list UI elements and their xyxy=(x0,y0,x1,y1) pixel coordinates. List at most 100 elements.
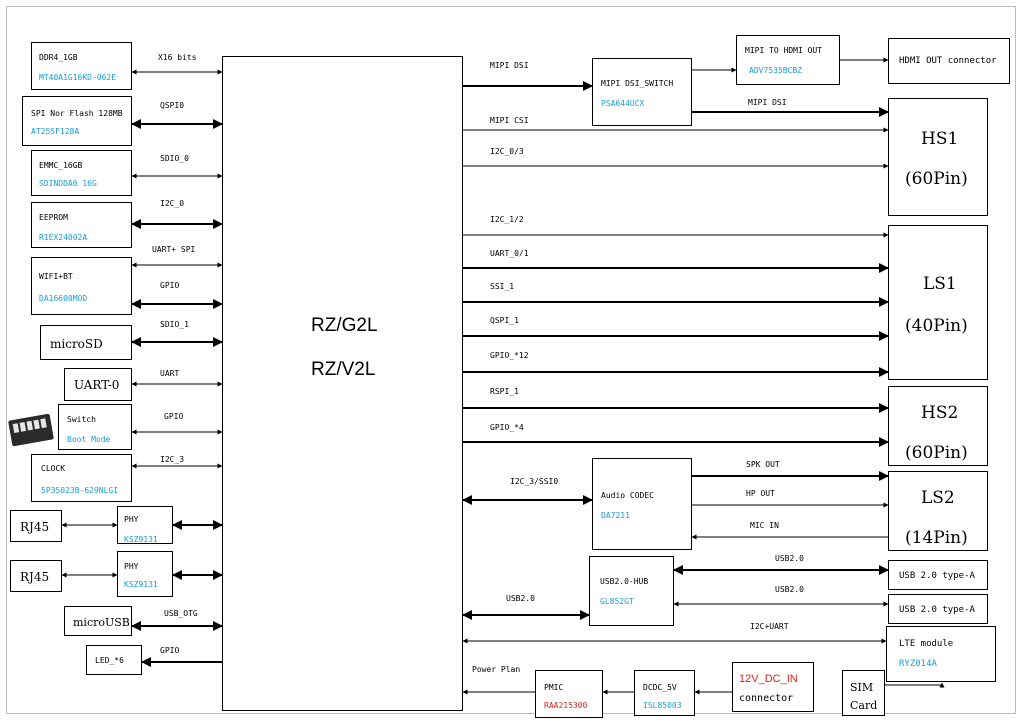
ls2-title: LS2 xyxy=(921,488,955,508)
sim-title: SIM xyxy=(850,681,874,694)
switch-title: Switch xyxy=(67,415,96,424)
soc-label-1: RZ/G2L xyxy=(311,315,378,336)
bus-label-gpio12: GPIO_*12 xyxy=(490,351,529,360)
sim-sub: Card xyxy=(850,699,878,712)
led-title: LED_*6 xyxy=(95,656,124,665)
dcin-title: 12V_DC_IN xyxy=(739,673,798,685)
switch-part: Boot Mode xyxy=(67,435,111,444)
dcin-sub: connector xyxy=(739,693,794,704)
soc-label-2: RZ/V2L xyxy=(311,359,376,380)
lte-part: RYZ014A xyxy=(899,659,937,669)
mipi-hdmi-part: ADV7535BCBZ xyxy=(749,66,802,75)
bus-label-ssi1: SSI_1 xyxy=(490,282,515,291)
uart0-block: UART-0 xyxy=(64,368,132,401)
clock-title: CLOCK xyxy=(41,464,66,473)
usb-a1-title: USB 2.0 type-A xyxy=(899,571,975,581)
bus-label-switch: GPIO xyxy=(164,412,184,421)
bus-label-gpio4: GPIO_*4 xyxy=(490,423,524,432)
bus-label-spk-out: SPK OUT xyxy=(746,460,780,469)
emmc-title: EMMC_16GB xyxy=(39,161,83,170)
dcdc-block: DCDC_5V ISL85003 xyxy=(634,670,695,716)
hs1-pins: (60Pin) xyxy=(905,169,968,189)
bus-label-mipi-dsi-2: MIPI DSI xyxy=(748,98,787,107)
bus-label-wifi-uart: UART+ SPI xyxy=(152,245,196,254)
bus-label-usb: USB_OTG xyxy=(164,609,198,618)
uart0-title: UART-0 xyxy=(74,378,120,392)
phy-a-block: PHY KSZ9131 xyxy=(117,506,173,544)
bus-label-mipi-dsi: MIPI DSI xyxy=(490,61,529,70)
codec-title: Audio CODEC xyxy=(601,491,654,500)
microusb-block: microUSB xyxy=(64,606,132,636)
hub-part: GL852GT xyxy=(600,597,634,606)
rj45-b-block: RJ45 xyxy=(10,560,62,592)
dip-switch-icon xyxy=(8,413,54,447)
rj45-a-title: RJ45 xyxy=(20,520,50,534)
phy-a-title: PHY xyxy=(124,515,139,524)
bus-label-hp-out: HP OUT xyxy=(746,489,775,498)
soc-block: RZ/G2L RZ/V2L xyxy=(222,56,463,711)
bus-label-usb20-a: USB2.0 xyxy=(775,554,804,563)
hs1-title: HS1 xyxy=(921,129,959,149)
bus-label-i2c3ssi0: I2C_3/SSI0 xyxy=(510,477,559,486)
wire-sim-lte xyxy=(885,682,945,688)
diagram-frame xyxy=(6,6,1016,714)
pmic-title: PMIC xyxy=(544,683,564,692)
mipi-dsi-switch-block: MIPI DSI_SWITCH PSA644UCX xyxy=(592,58,692,126)
bus-label-i2cuart: I2C+UART xyxy=(750,622,789,631)
dcdc-part: ISL85003 xyxy=(643,701,682,710)
bus-label-microsd: SDIO_1 xyxy=(160,320,189,329)
ls1-title: LS1 xyxy=(923,274,957,294)
emmc-block: EMMC_16GB SDINDDA6 16G xyxy=(31,150,132,196)
microsd-block: microSD xyxy=(40,325,132,360)
microsd-title: microSD xyxy=(50,337,103,351)
bus-label-uart01: UART_0/1 xyxy=(490,249,529,258)
bus-label-qspi1: QSPI_1 xyxy=(490,316,519,325)
bus-label-usb20-b: USB2.0 xyxy=(775,585,804,594)
spi-part: AT25SF128A xyxy=(31,127,80,136)
hdmi-connector-block: HDMI OUT connector xyxy=(888,38,1010,84)
bus-label-usb20: USB2.0 xyxy=(506,594,535,603)
wifi-part: DA16600MOD xyxy=(39,294,88,303)
wifi-bt-block: WIFI+BT DA16600MOD xyxy=(31,257,132,315)
lte-module-block: LTE module RYZ014A xyxy=(886,626,996,682)
dsi-switch-title: MIPI DSI_SWITCH xyxy=(601,79,674,88)
bus-label-clock: I2C_3 xyxy=(160,455,185,464)
spi-title: SPI Nor Flash 128MB xyxy=(31,109,123,118)
bus-label-spi: QSPI0 xyxy=(160,101,185,110)
ddr-part: MT40A1G16KD-062E xyxy=(39,73,117,82)
bus-label-emmc: SDIO_0 xyxy=(160,154,189,163)
phy-b-block: PHY KSZ9131 xyxy=(117,551,173,597)
bus-label-led: GPIO xyxy=(160,646,180,655)
hs2-pins: (60Pin) xyxy=(905,443,968,463)
codec-part: DA7211 xyxy=(601,511,630,520)
bus-label-mic-in: MIC IN xyxy=(750,521,779,530)
microusb-title: microUSB xyxy=(73,616,130,629)
ls1-pins: (40Pin) xyxy=(905,316,968,336)
ls2-pins: (14Pin) xyxy=(905,528,968,548)
emmc-part: SDINDDA6 16G xyxy=(39,179,97,188)
hub-title: USB2.0-HUB xyxy=(600,577,649,586)
dc-in-connector-block: 12V_DC_IN connector xyxy=(732,662,814,712)
lte-title: LTE module xyxy=(899,639,954,649)
bus-label-rspi1: RSPI_1 xyxy=(490,387,519,396)
bus-label-ddr: X16 bits xyxy=(158,53,197,62)
hdmi-conn-title: HDMI OUT connector xyxy=(899,56,997,66)
phy-a-part: KSZ9131 xyxy=(124,535,158,544)
pmic-block: PMIC RAA215300 xyxy=(535,670,603,718)
switch-block: Switch Boot Mode xyxy=(58,404,132,450)
wifi-title: WIFI+BT xyxy=(39,272,73,281)
usb-type-a-1-block: USB 2.0 type-A xyxy=(888,560,988,590)
rj45-b-title: RJ45 xyxy=(20,570,50,584)
dsi-switch-part: PSA644UCX xyxy=(601,99,645,108)
eeprom-block: EEPROM R1EX24002A xyxy=(31,202,132,248)
usb-a2-title: USB 2.0 type-A xyxy=(899,605,975,615)
bus-label-mipi-csi: MIPI CSI xyxy=(490,116,529,125)
bus-label-uart: UART xyxy=(160,369,180,378)
mipi-to-hdmi-block: MIPI TO HDMI OUT ADV7535BCBZ xyxy=(736,35,840,85)
usb-hub-block: USB2.0-HUB GL852GT xyxy=(589,556,674,626)
spi-flash-block: SPI Nor Flash 128MB AT25SF128A xyxy=(22,96,132,146)
sim-card-block: SIM Card xyxy=(842,670,885,716)
hs2-block: HS2 (60Pin) xyxy=(888,386,988,466)
eeprom-title: EEPROM xyxy=(39,213,68,222)
